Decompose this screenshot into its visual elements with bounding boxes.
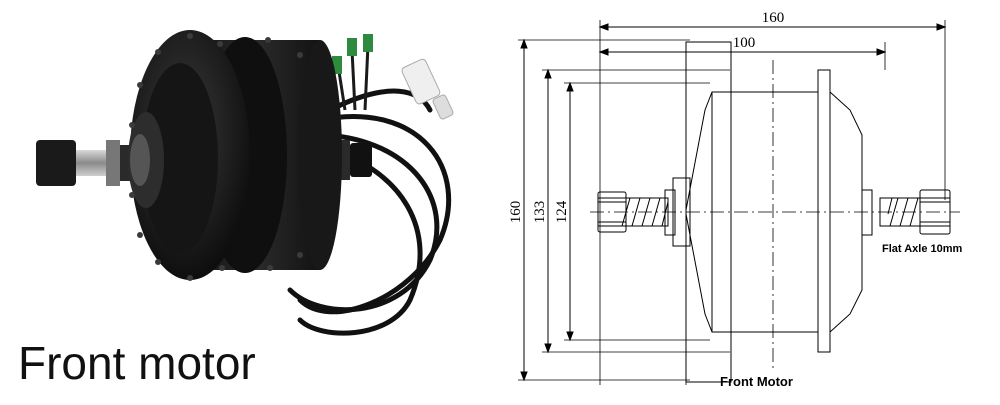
- axle-note: Flat Axle 10mm: [882, 243, 963, 255]
- arrow-head: [544, 343, 552, 354]
- arrow-head: [566, 331, 574, 342]
- motor-illustration: [36, 30, 454, 336]
- dim-flange-diameter: 133: [532, 201, 548, 224]
- dim-outer-diameter: 160: [508, 201, 524, 224]
- cable-bundle: [287, 88, 452, 336]
- dim-body-diameter: 124: [554, 200, 570, 223]
- spoke-flange-right: [817, 69, 831, 353]
- arrow-head: [598, 23, 609, 31]
- axle-right-drawing: [879, 189, 951, 235]
- drawing-title: Front Motor: [720, 374, 793, 389]
- phase-leads: [332, 34, 373, 111]
- hub-body: [128, 30, 342, 281]
- body-chamfer: [685, 91, 713, 211]
- arrow-head: [544, 68, 552, 79]
- axle-left: [36, 140, 140, 186]
- arrow-head: [598, 48, 609, 56]
- arrow-head: [876, 48, 887, 56]
- arrow-head: [566, 81, 574, 92]
- body-chamfer: [685, 213, 713, 333]
- connector: [401, 58, 454, 120]
- axle-left-drawing: [597, 191, 669, 233]
- dim-hub-width: 100: [733, 35, 756, 51]
- dimension-drawing: 160 100 160 133 124 Flat Axle 10mm Front…: [508, 10, 963, 389]
- arrow-head: [520, 38, 528, 49]
- photo-caption: Front motor: [18, 337, 256, 389]
- dim-overall-width: 160: [762, 10, 785, 26]
- motor-photo: Front motor: [0, 0, 490, 400]
- technical-drawing: 160 100 160 133 124 Flat Axle 10mm Front…: [490, 0, 1000, 400]
- end-boss: [861, 189, 873, 236]
- arrow-head: [936, 23, 947, 31]
- arrow-head: [520, 371, 528, 382]
